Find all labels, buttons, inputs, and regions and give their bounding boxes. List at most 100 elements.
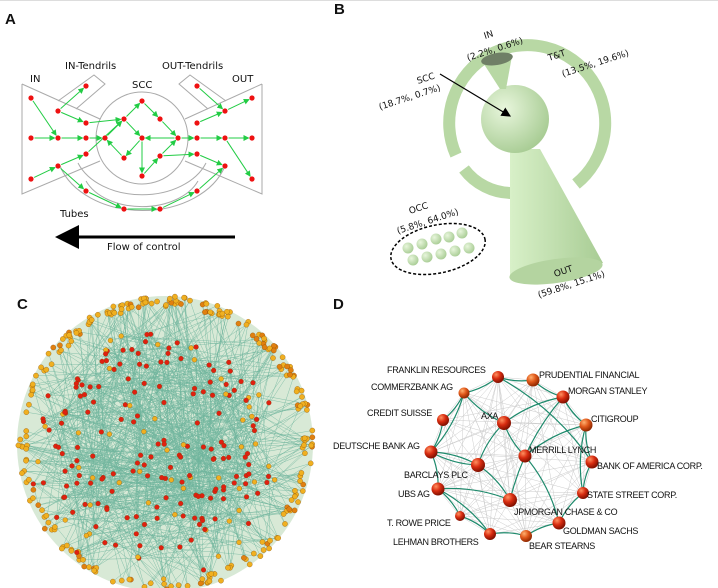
periphery-node [74,330,79,335]
periphery-node [208,310,213,315]
periphery-node [185,583,190,588]
core-node [155,342,160,347]
core-node [192,386,197,391]
core-node [121,348,126,353]
bank-label: BARCLAYS PLC [404,470,469,480]
core-node [93,524,98,529]
core-node [254,417,259,422]
bank-node [471,458,485,472]
periphery-node [163,302,168,307]
core-node [90,454,95,459]
core-node [135,414,140,419]
core-node [251,423,256,428]
periphery-node [300,488,305,493]
periphery-node [89,317,94,322]
core-node [70,464,75,469]
label-scc: SCC [132,80,152,91]
occ-component [450,246,461,257]
core-node [246,472,251,477]
core-node [110,489,115,494]
periphery-node [149,301,154,306]
periphery-node [154,299,159,304]
flow-edge [162,122,175,136]
periphery-node [215,303,220,308]
occ-label: OCC [408,201,430,217]
core-node [138,453,143,458]
panel-label-c: C [17,296,28,313]
periphery-node [310,428,315,433]
core-node [144,332,149,337]
core-node [181,514,186,519]
bank-label: GOLDMAN SACHS [563,526,638,536]
periphery-node [267,546,272,551]
periphery-node [204,301,209,306]
periphery-node [110,579,115,584]
periphery-node [119,307,124,312]
firm-node [28,135,33,140]
periphery-node [281,511,286,516]
core-node [134,514,139,519]
periphery-node [178,301,183,306]
periphery-node [200,576,205,581]
core-node [104,358,109,363]
firm-node [222,108,227,113]
core-node [123,402,128,407]
periphery-node [30,496,35,501]
core-node [209,447,214,452]
firm-node [194,188,199,193]
bank-node [459,388,470,399]
core-node [249,414,254,419]
core-node [146,500,151,505]
core-node [228,369,233,374]
flow-edge [200,112,222,121]
core-node [237,486,242,491]
firm-node [194,120,199,125]
periphery-node [310,435,315,440]
tube-segment [464,169,512,193]
core-node [194,345,199,350]
periphery-node [58,348,63,353]
periphery-node [297,478,302,483]
bank-node [492,371,504,383]
core-node [178,545,183,550]
periphery-node [60,336,65,341]
core-node [201,389,206,394]
bank-label: FRANKLIN RESOURCES [387,365,486,375]
periphery-node [218,578,223,583]
bank-label: DEUTSCHE BANK AG [333,441,420,451]
core-node [62,410,67,415]
periphery-node [287,372,292,377]
flow-edge [33,101,56,135]
weak-edge [525,456,526,536]
core-node [142,381,147,386]
core-node [156,442,161,447]
core-node [108,338,113,343]
bank-node [432,483,445,496]
periphery-node [302,451,307,456]
core-node [88,384,93,389]
periphery-node [202,310,207,315]
periphery-node [172,294,177,299]
periphery-node [247,562,252,567]
periphery-node [19,471,24,476]
firm-node [194,83,199,88]
periphery-node [209,571,214,576]
firm-node [249,176,254,181]
core-node [192,516,197,521]
flow-edge [61,155,83,164]
flow-edge [126,122,139,136]
core-node [74,481,79,486]
periphery-node [46,520,51,525]
periphery-node [33,373,38,378]
bank-label: T. ROWE PRICE [387,518,451,528]
core-node [178,501,183,506]
label-out-tendrils: OUT-Tendrils [162,61,223,72]
periphery-node [207,579,212,584]
core-node [211,457,216,462]
firm-node [157,153,162,158]
firm-node [121,155,126,160]
core-node [180,480,185,485]
core-node [266,464,271,469]
firm-node [28,95,33,100]
core-node [195,421,200,426]
